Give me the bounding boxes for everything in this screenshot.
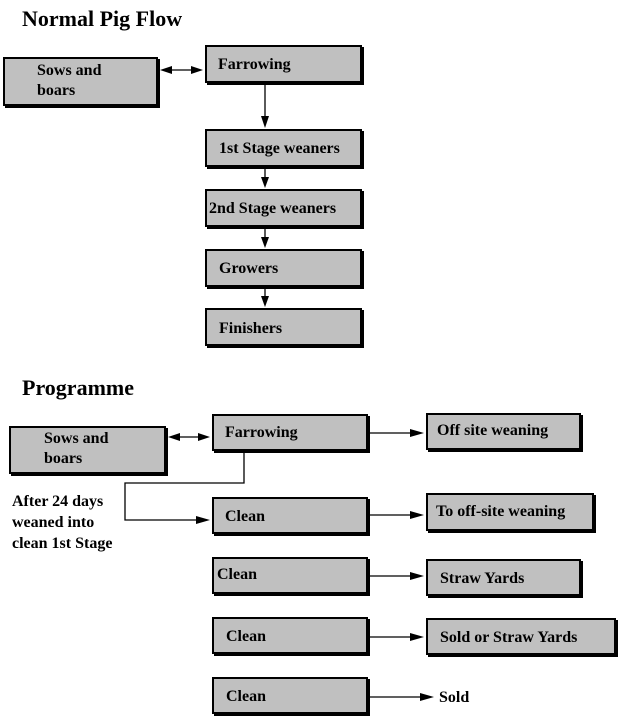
normal-farrowing-label: Farrowing bbox=[218, 56, 291, 73]
arrowhead bbox=[261, 296, 269, 307]
straw-yards-box: Straw Yards bbox=[426, 559, 581, 596]
arrowhead bbox=[191, 66, 203, 74]
sold-or-straw-yards-box: Sold or Straw Yards bbox=[426, 618, 616, 655]
programme-title: Programme bbox=[22, 375, 134, 400]
normal-farrowing-box: Farrowing bbox=[205, 45, 362, 83]
arrowhead bbox=[420, 693, 434, 701]
arrowhead bbox=[410, 572, 424, 580]
clean-label-3: Clean bbox=[226, 628, 266, 645]
arrowhead bbox=[261, 116, 269, 128]
normal-sows-boars-box: Sows and boars bbox=[3, 57, 158, 106]
first-stage-weaners-box: 1st Stage weaners bbox=[205, 129, 362, 167]
growers-box: Growers bbox=[205, 249, 362, 287]
arrowhead bbox=[261, 177, 269, 188]
normal-sows-boars-label: Sows and boars bbox=[37, 62, 102, 99]
finishers-label: Finishers bbox=[219, 320, 283, 337]
programme-farrowing-label: Farrowing bbox=[225, 424, 298, 441]
programme-farrowing-clean-connector bbox=[124, 452, 245, 521]
second-stage-weaners-label: 2nd Stage weaners bbox=[209, 200, 337, 217]
clean-box-1: Clean bbox=[212, 497, 368, 534]
finishers-box: Finishers bbox=[205, 308, 362, 346]
to-off-site-weaning-label: To off-site weaning bbox=[436, 503, 566, 520]
clean-label-1: Clean bbox=[225, 508, 265, 525]
off-site-weaning-box: Off site weaning bbox=[426, 413, 581, 450]
clean-box-3: Clean bbox=[212, 617, 368, 654]
arrowhead bbox=[410, 429, 424, 437]
sold-label: Sold bbox=[439, 689, 470, 706]
arrowhead bbox=[198, 433, 210, 441]
clean-box-2: Clean bbox=[212, 557, 368, 594]
weaning-note: After 24 days weaned into clean 1st Stag… bbox=[12, 493, 113, 552]
off-site-weaning-label: Off site weaning bbox=[437, 422, 549, 439]
arrowhead bbox=[160, 66, 172, 74]
arrowhead bbox=[410, 633, 424, 641]
normal-flow-title: Normal Pig Flow bbox=[22, 6, 183, 31]
first-stage-weaners-label: 1st Stage weaners bbox=[219, 140, 340, 157]
clean-label-2: Clean bbox=[217, 566, 257, 583]
programme-farrowing-box: Farrowing bbox=[212, 414, 368, 451]
arrowhead bbox=[168, 433, 180, 441]
to-off-site-weaning-box: To off-site weaning bbox=[426, 493, 594, 531]
straw-yards-label: Straw Yards bbox=[440, 570, 525, 587]
arrowhead bbox=[196, 516, 210, 524]
sold-or-straw-yards-label: Sold or Straw Yards bbox=[440, 629, 578, 646]
programme-sows-boars-box: Sows and boars bbox=[9, 426, 166, 474]
clean-label-4: Clean bbox=[226, 688, 266, 705]
growers-label: Growers bbox=[219, 260, 279, 277]
arrowhead bbox=[261, 237, 269, 248]
second-stage-weaners-box: 2nd Stage weaners bbox=[205, 189, 362, 227]
clean-box-4: Clean bbox=[212, 677, 368, 714]
programme-sows-boars-label: Sows and boars bbox=[44, 430, 109, 467]
arrowhead bbox=[410, 511, 424, 519]
